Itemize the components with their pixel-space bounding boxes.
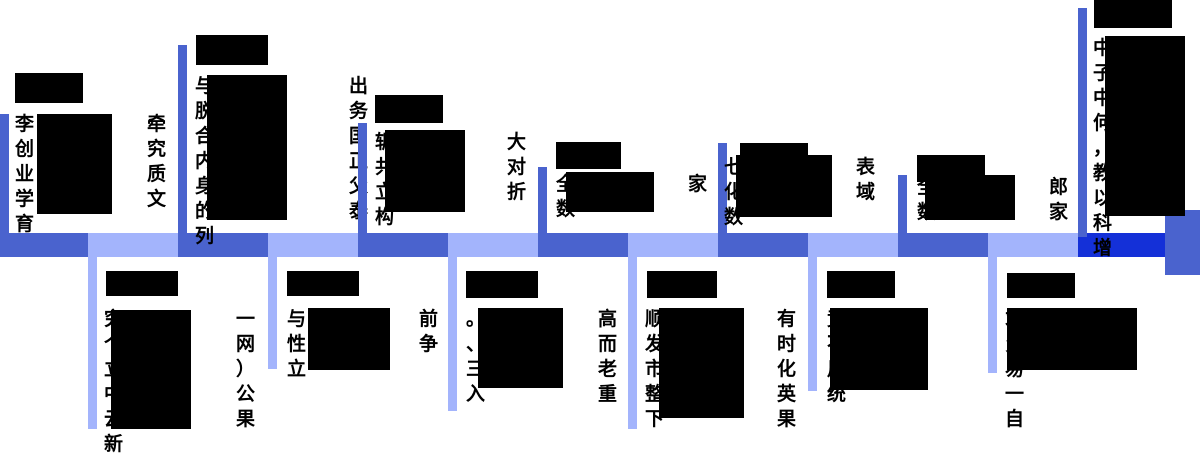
timeline-segment-1[interactable] [0, 233, 88, 257]
node-stem-above-6 [898, 175, 907, 237]
node-glyphs-right-above-1: 牵 究 质 文 [147, 113, 167, 210]
node-title-redacted-below-4 [647, 271, 717, 298]
node-stem-below-4 [628, 253, 637, 429]
timeline-endcap [1165, 210, 1200, 275]
node-title-redacted-above-1 [15, 73, 83, 103]
node-glyphs-right-above-6: 郎 家 [1049, 176, 1069, 223]
node-title-redacted-above-4 [556, 142, 621, 169]
node-body-redacted-below-2 [308, 308, 390, 370]
node-title-redacted-below-1 [106, 271, 178, 296]
timeline-segment-6[interactable] [448, 233, 538, 257]
timeline-axis [0, 233, 1200, 257]
node-title-redacted-above-2 [196, 35, 268, 65]
timeline-segment-11[interactable] [898, 233, 988, 257]
node-title-redacted-above-7 [1094, 0, 1172, 28]
timeline-segment-3[interactable] [178, 233, 268, 257]
node-body-redacted-above-2 [207, 75, 287, 220]
node-glyphs-right-below-1: 一 网 ） 公 果 [236, 308, 256, 430]
node-body-redacted-below-1 [111, 310, 191, 429]
node-glyphs-right-above-3: 大 对 折 [507, 131, 527, 203]
node-body-redacted-above-3 [385, 130, 465, 212]
node-body-redacted-above-4 [566, 172, 654, 212]
node-stem-above-5 [718, 143, 727, 237]
node-glyphs-right-above-5: 表 域 [856, 156, 876, 203]
node-body-redacted-below-4 [659, 308, 744, 418]
timeline-segment-10[interactable] [808, 233, 898, 257]
node-stem-below-2 [268, 253, 277, 369]
timeline-segment-12[interactable] [988, 233, 1078, 257]
timeline-segment-13[interactable] [1078, 233, 1166, 257]
node-stem-below-6 [988, 253, 997, 373]
node-title-redacted-below-6 [1007, 273, 1075, 298]
node-glyphs-left-above-1: 李 创 业 学 育 [15, 113, 35, 235]
node-glyphs-right-below-2: 前 争 [419, 308, 439, 355]
node-body-redacted-above-5 [736, 155, 832, 217]
timeline-segment-8[interactable] [628, 233, 718, 257]
timeline-segment-2[interactable] [88, 233, 178, 257]
node-glyphs-right-below-3: 高 而 老 重 [598, 308, 618, 405]
node-title-redacted-above-3 [375, 95, 443, 123]
timeline-segment-4[interactable] [268, 233, 358, 257]
node-stem-above-1 [0, 114, 9, 237]
node-glyphs-right-above-4: 家 [688, 173, 708, 195]
node-body-redacted-above-7 [1105, 36, 1185, 216]
node-stem-above-3 [358, 123, 367, 237]
node-stem-above-2 [178, 45, 187, 237]
node-body-redacted-below-6 [1007, 308, 1137, 370]
node-body-redacted-above-6 [925, 175, 1015, 220]
node-glyphs-left-below-2: 与 性 立 [287, 308, 307, 380]
node-title-redacted-below-2 [287, 271, 359, 296]
node-stem-above-7 [1078, 8, 1087, 237]
node-body-redacted-below-3 [478, 308, 563, 388]
timeline-segment-9[interactable] [718, 233, 808, 257]
node-stem-above-4 [538, 167, 547, 237]
node-stem-below-5 [808, 253, 817, 391]
node-stem-below-1 [88, 253, 97, 429]
node-body-redacted-above-1 [37, 114, 112, 214]
node-glyphs-right-below-4: 有 时 化 英 果 [777, 308, 797, 430]
node-body-redacted-below-5 [830, 308, 928, 390]
node-stem-below-3 [448, 253, 457, 411]
timeline-segment-7[interactable] [538, 233, 628, 257]
timeline-segment-5[interactable] [358, 233, 448, 257]
node-title-redacted-below-5 [827, 271, 895, 298]
node-title-redacted-below-3 [466, 271, 538, 298]
